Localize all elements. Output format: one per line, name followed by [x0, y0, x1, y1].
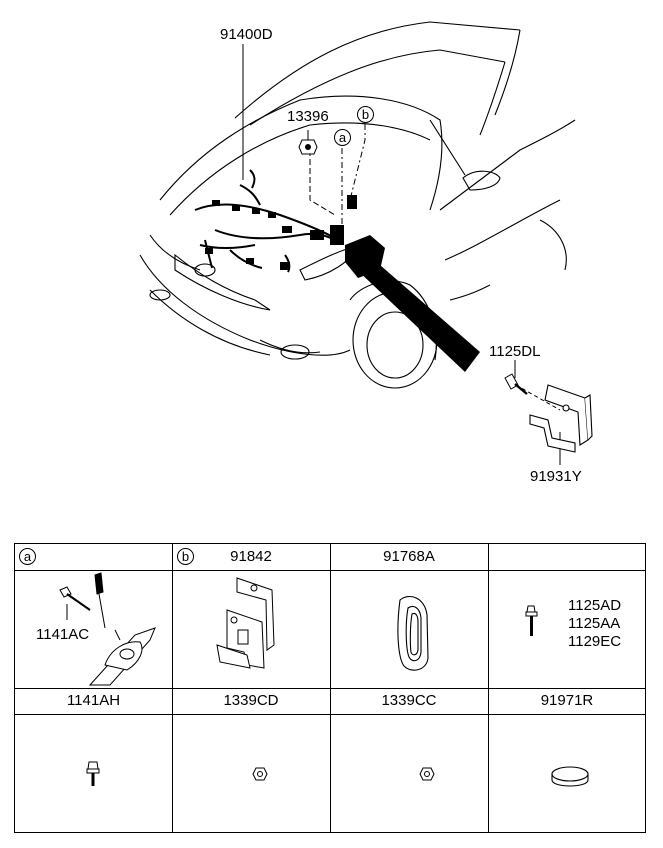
callout-bolt: 1125DL: [489, 343, 541, 360]
part-label-1141ac: 1141AC: [36, 626, 90, 643]
ref-a-circle: a: [334, 129, 351, 146]
bolt-group-icon: [525, 605, 538, 636]
parts-table: a b 91842 91768A 1141AH 1339CD 1339CC 91…: [14, 543, 646, 833]
ref-b-circle: b: [357, 106, 374, 123]
part-label-1129ec: 1129EC: [568, 633, 622, 650]
part-label-1125ad: 1125AD: [568, 597, 622, 614]
table-header-empty: [488, 544, 646, 570]
nut-1339cc-icon: [419, 767, 435, 781]
car-engine-bay-illustration: [139, 21, 593, 465]
table-header-91971r: 91971R: [540, 692, 594, 709]
bolt-1125dl-icon: [504, 373, 528, 395]
table-header-91768a: 91768A: [383, 548, 435, 565]
bracket-91931y-icon: [529, 384, 593, 453]
table-header-1339cd: 1339CD: [223, 692, 279, 709]
callout-bracket: 91931Y: [530, 468, 582, 485]
plug-91971r-icon: [551, 766, 589, 787]
clip-assembly-icon: [59, 572, 156, 686]
nut-1339cd-icon: [252, 767, 268, 781]
table-header-a: a: [19, 548, 36, 565]
table-header-1141ah: 1141AH: [66, 692, 121, 709]
callout-nut-top: 13396: [287, 108, 329, 125]
table-header-b: b: [177, 548, 194, 565]
table-header-91842: 91842: [230, 548, 272, 565]
bracket-91842-icon: [216, 577, 275, 669]
grommet-91768a-icon: [397, 596, 429, 671]
nut-13396-icon: [298, 139, 318, 155]
main-diagram: 91400D 13396 a b 1125DL 91931Y: [139, 21, 593, 485]
part-label-1125aa: 1125AA: [568, 615, 621, 632]
bolt-1141ah-icon: [86, 761, 100, 786]
table-header-1339cc: 1339CC: [381, 692, 437, 709]
callout-harness: 91400D: [220, 26, 273, 43]
